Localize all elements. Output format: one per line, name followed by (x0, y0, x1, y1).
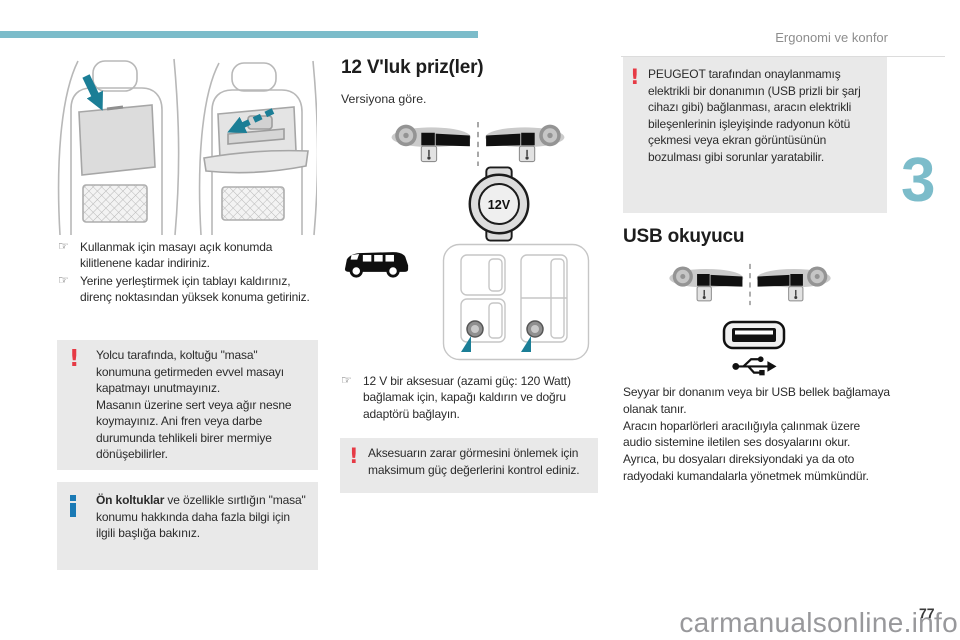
list-item: ☞ 12 V bir aksesuar (azami güç: 120 Watt… (341, 373, 603, 422)
warning-box: ! Yolcu tarafında, koltuğu "masa" konumu… (57, 340, 318, 470)
seat-folding-table-illustration (57, 58, 317, 236)
pointing-hand-icon: ☞ (58, 272, 69, 287)
pointing-hand-icon: ☞ (341, 373, 352, 387)
warning-icon: ! (630, 65, 640, 89)
page-number: 77 (919, 605, 935, 621)
warning-text: Yolcu tarafında, koltuğu "masa" konumuna… (96, 348, 292, 462)
instruction-text: 12 V bir aksesuar (azami güç: 120 Watt) … (363, 374, 571, 421)
info-text: Ön koltuklar ve özellikle sırtlığın "mas… (96, 492, 312, 542)
info-box: Ön koltuklar ve özellikle sırtlığın "mas… (57, 482, 318, 570)
warning-box: ! PEUGEOT tarafından onaylanmamış elektr… (623, 57, 887, 213)
dashboard-socket-location-illustration (391, 121, 566, 167)
section-title-12v: 12 V'luk priz(ler) (341, 57, 484, 78)
list-item: ☞ Yerine yerleştirmek için tablayı kaldı… (58, 273, 324, 306)
page-header-title: Ergonomi ve konfor (775, 30, 888, 45)
usb-symbol-icon (732, 356, 777, 376)
version-note: Versiyona göre. (341, 92, 427, 106)
header-divider (621, 56, 945, 57)
instruction-text: Yerine yerleştirmek için tablayı kaldırı… (80, 273, 310, 305)
socket-label: 12V (488, 198, 511, 212)
chapter-color-stripe (0, 31, 478, 38)
cabin-topview-socket-illustration (442, 243, 590, 361)
list-item: ☞ Kullanmak için masayı açık konumda kil… (58, 239, 324, 272)
instruction-text: Kullanmak için masayı açık konumda kilit… (80, 240, 273, 271)
usb-port-illustration (722, 320, 786, 350)
instruction-list: ☞ Kullanmak için masayı açık konumda kil… (58, 239, 324, 307)
warning-icon: ! (69, 346, 80, 372)
section-title-usb: USB okuyucu (623, 226, 745, 247)
warning-box: ! Aksesuarın zarar görmesini önlemek içi… (340, 438, 598, 493)
warning-icon: ! (349, 444, 359, 468)
info-text-bold: Ön koltuklar (96, 493, 165, 507)
warning-text: Aksesuarın zarar görmesini önlemek için … (368, 446, 580, 477)
warning-text: PEUGEOT tarafından onaylanmamış elektrik… (648, 67, 861, 164)
usb-description-text: Seyyar bir donanım veya bir USB bellek b… (623, 385, 890, 483)
12v-socket-illustration: 12V (468, 166, 530, 242)
info-text-rest: ve özellikle sırtlığın "masa" konumu hak… (96, 493, 306, 541)
pointing-hand-icon: ☞ (58, 239, 69, 253)
watermark: carmanualsonline.info (679, 607, 958, 638)
van-icon (344, 252, 409, 278)
chapter-number-tab: 3 (901, 146, 936, 215)
info-icon (70, 495, 76, 517)
dashboard-usb-location-illustration (669, 263, 832, 306)
